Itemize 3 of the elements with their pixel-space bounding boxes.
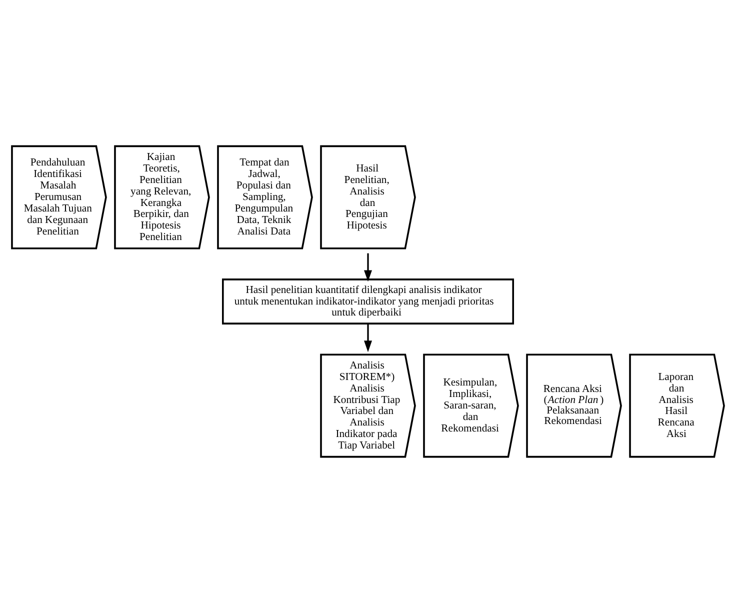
arrow	[364, 252, 372, 282]
node-box: Hasil penelitian kuantitatif dilengkapi analisis indikator untuk menentukan indikator-indikator yang menjadi prioritas untuk diperbaiki	[222, 278, 514, 324]
arrow	[364, 323, 372, 352]
